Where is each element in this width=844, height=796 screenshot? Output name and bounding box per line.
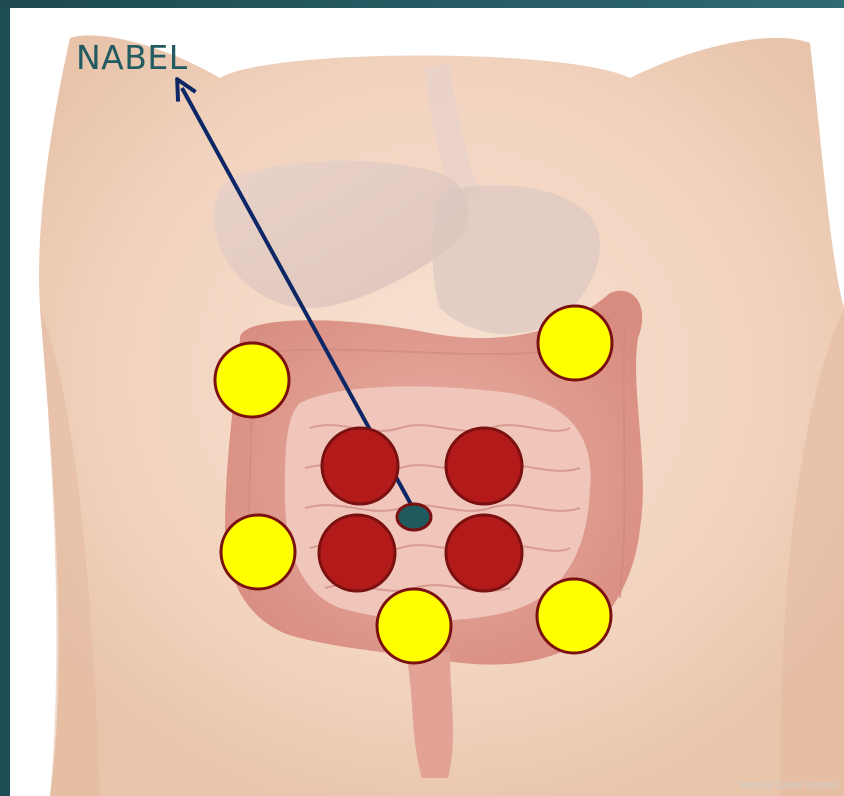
outer-point-lower-center: [377, 589, 451, 663]
diagram-canvas: NABEL National Cancer Institute: [10, 8, 844, 796]
inner-point-upper-left: [322, 428, 398, 504]
outer-point-upper-right: [538, 306, 612, 380]
outer-point-upper-left: [215, 343, 289, 417]
image-credit: National Cancer Institute: [739, 780, 838, 790]
abdomen-diagram: [10, 8, 844, 796]
slide-frame-left: [0, 0, 10, 796]
outer-point-mid-left: [221, 515, 295, 589]
inner-point-lower-right: [446, 515, 522, 591]
outer-point-lower-right: [537, 579, 611, 653]
navel-marker: [397, 504, 431, 530]
inner-point-lower-left: [319, 515, 395, 591]
slide-frame-top: [0, 0, 844, 8]
inner-point-upper-right: [446, 428, 522, 504]
navel-label: NABEL: [76, 38, 188, 77]
